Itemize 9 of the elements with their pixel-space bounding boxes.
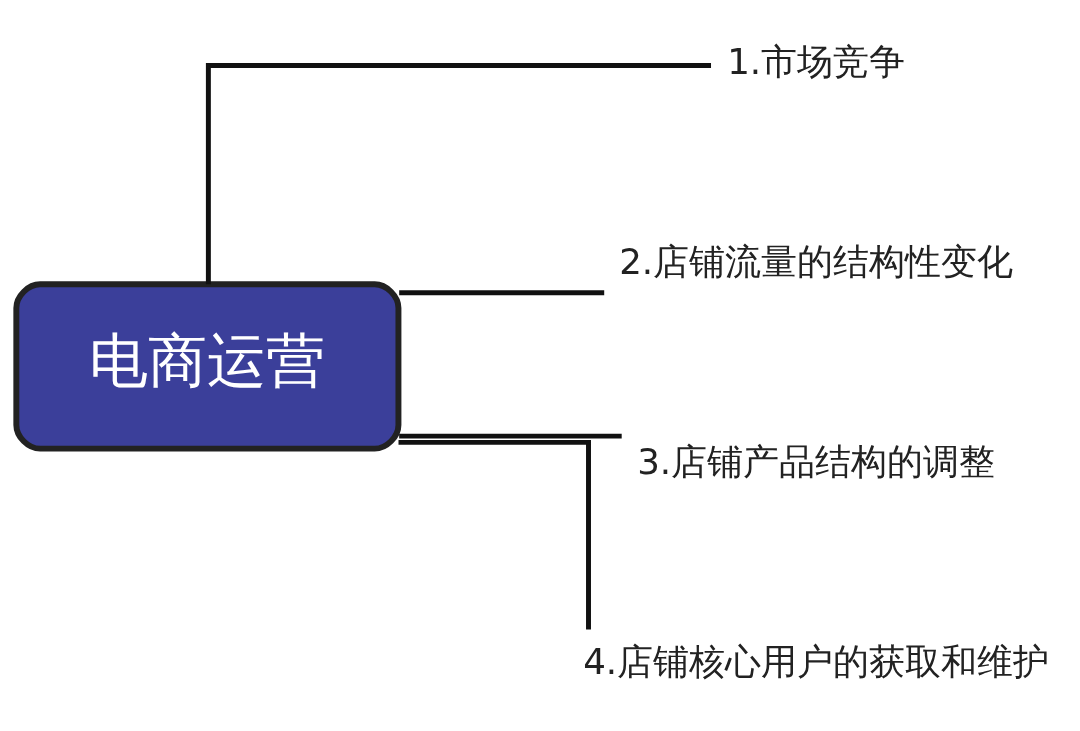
node-text: 4.店铺核心用户的获取和维护 bbox=[583, 641, 1050, 683]
node-text: 3.店铺产品结构的调整 bbox=[637, 441, 996, 483]
connector bbox=[398, 439, 591, 630]
node-box: 电商运营 bbox=[13, 281, 402, 452]
connector bbox=[205, 63, 711, 285]
connector bbox=[399, 290, 605, 296]
connector bbox=[399, 433, 622, 439]
node-text: 1.市场竞争 bbox=[727, 41, 906, 83]
node-text: 2.店铺流量的结构性变化 bbox=[619, 241, 1014, 283]
